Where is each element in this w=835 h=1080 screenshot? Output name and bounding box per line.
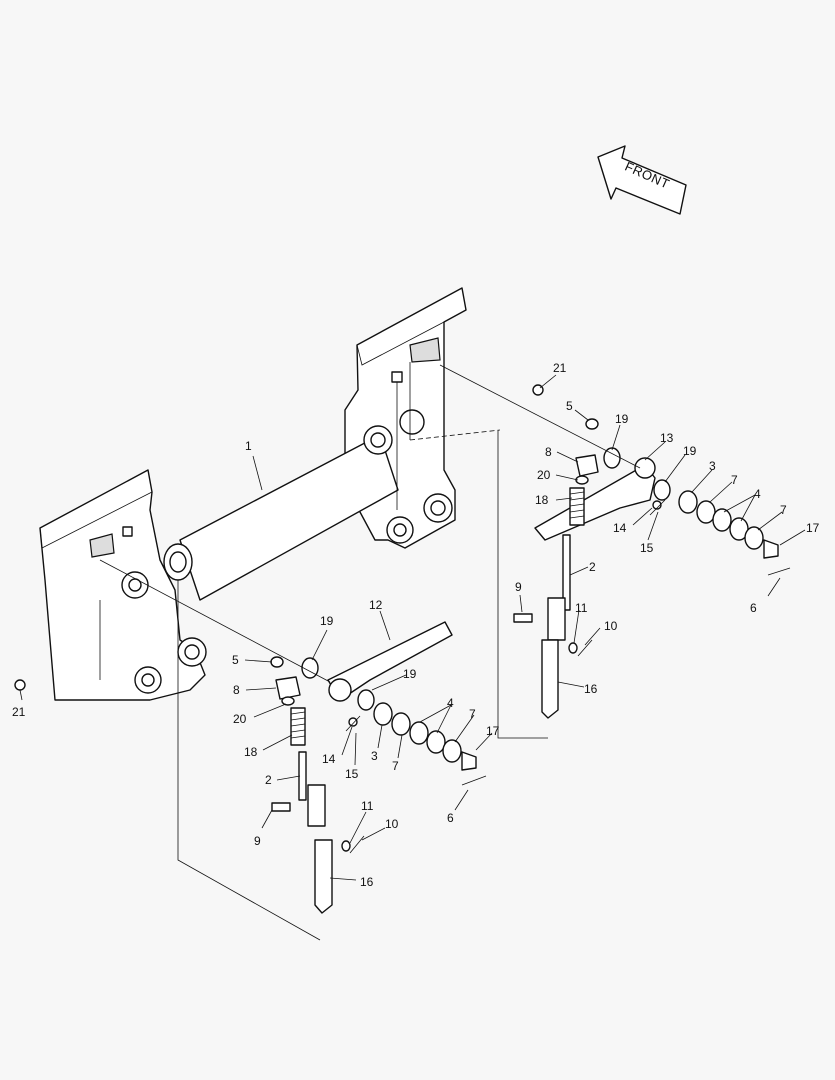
callout-11: 11 [575,601,588,615]
washer-7 [696,500,716,524]
callout-14: 14 [322,752,336,766]
callout-6: 6 [750,601,757,615]
nut-11 [568,642,578,654]
cotter-10 [577,639,593,657]
callout-21: 21 [553,361,567,375]
leader-lines [19,374,806,881]
callout-10: 10 [385,817,399,831]
nut-17 [763,539,779,559]
callout-19: 19 [403,667,417,681]
callout-19: 19 [615,412,629,426]
callout-labels: 1 21 5 19 13 8 20 19 3 7 4 7 17 18 14 15… [12,361,820,889]
callout-3: 3 [371,749,378,763]
quick-attach-frame [39,287,467,701]
callout-20: 20 [233,712,247,726]
callout-16: 16 [584,682,598,696]
callout-8: 8 [545,445,552,459]
callout-5: 5 [566,399,573,413]
right-lever-assembly [513,384,791,719]
callout-17: 17 [806,521,820,535]
callout-4: 4 [447,696,454,710]
callout-5: 5 [232,653,239,667]
reference-lines [99,362,641,941]
washer-3 [678,490,698,514]
callout-17: 17 [486,724,500,738]
spring-18 [569,487,585,526]
callout-18: 18 [244,745,258,759]
callout-12: 12 [369,598,383,612]
callout-21: 21 [12,705,26,719]
callout-15: 15 [640,541,654,555]
callout-2: 2 [265,773,272,787]
lever-13 [534,464,656,541]
callout-20: 20 [537,468,551,482]
callout-16: 16 [360,875,374,889]
callout-6: 6 [447,811,454,825]
nut-5 [585,418,599,430]
callout-3: 3 [709,459,716,473]
callout-19: 19 [320,614,334,628]
callout-15: 15 [345,767,359,781]
pin-16 [541,639,559,719]
callout-9: 9 [515,580,522,594]
callout-7: 7 [731,473,738,487]
callout-8: 8 [233,683,240,697]
rod-2 [562,534,571,611]
left-lever-assembly [14,621,487,914]
callout-1: 1 [245,439,252,453]
callout-2: 2 [589,560,596,574]
callout-7: 7 [392,759,399,773]
callout-18: 18 [535,493,549,507]
callout-7: 7 [780,503,787,517]
callout-14: 14 [613,521,627,535]
callout-7: 7 [469,707,476,721]
callout-19: 19 [683,444,697,458]
callout-9: 9 [254,834,261,848]
bolt-9 [513,613,533,623]
block-8 [575,454,599,477]
front-arrow: FRONT [597,145,687,215]
bushing-19b [653,479,671,501]
callout-10: 10 [604,619,618,633]
callout-4: 4 [754,487,761,501]
callout-13: 13 [660,431,674,445]
callout-11: 11 [361,799,374,813]
